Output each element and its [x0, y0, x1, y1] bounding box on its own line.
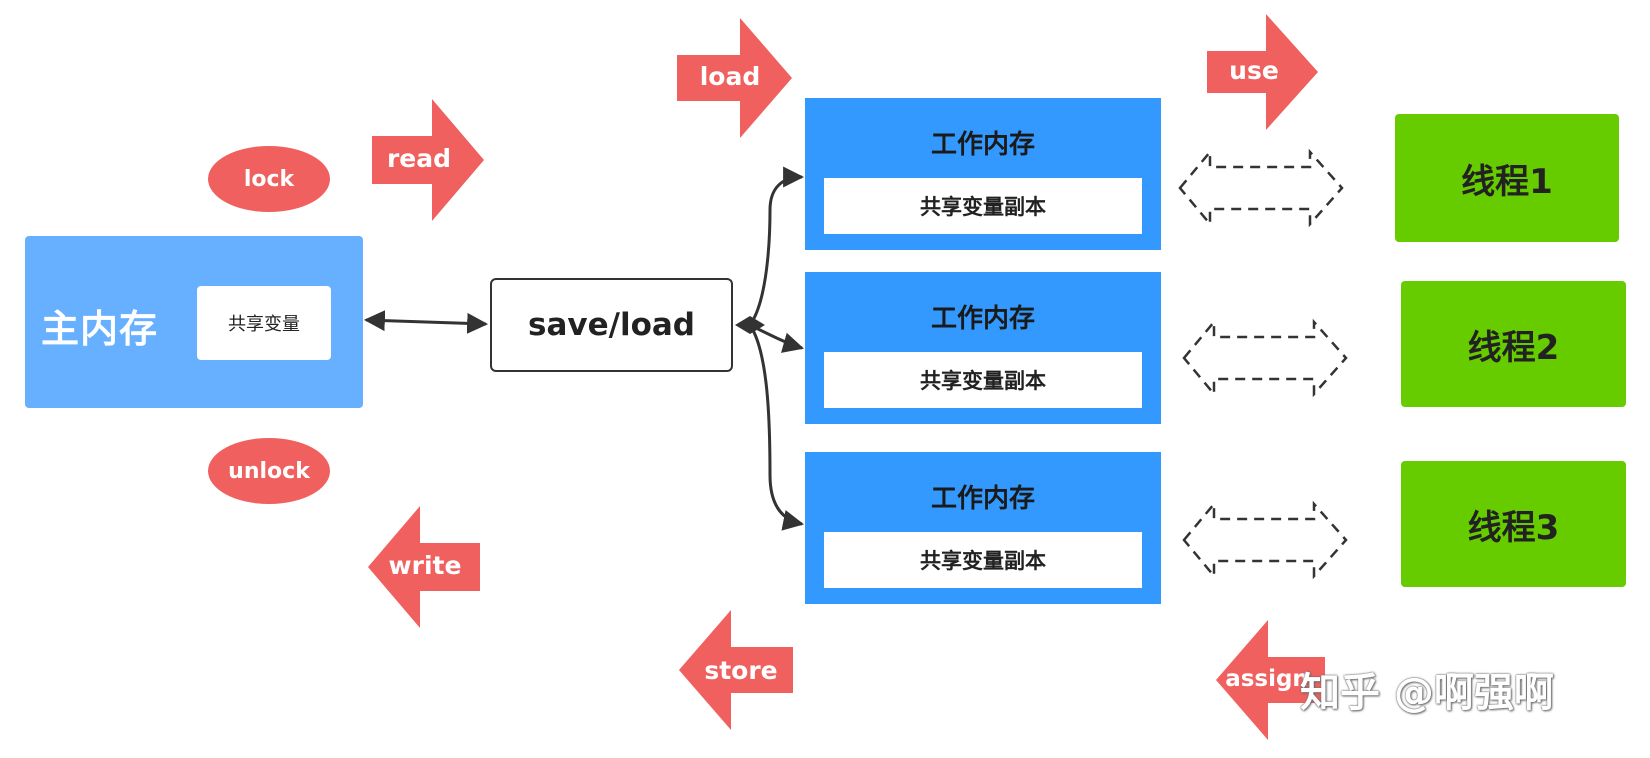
save-load-box: save/load [490, 278, 733, 372]
store-arrow-icon [679, 610, 793, 730]
load-label: load [699, 62, 761, 91]
store-label: store [704, 656, 778, 685]
working-memory-title: 工作内存 [930, 304, 1035, 334]
main-memory-title: 主内存 [41, 307, 159, 351]
lock-ellipse: lock [208, 146, 330, 212]
assign-label: assign [1225, 666, 1309, 692]
thread-1: 线程1 [1395, 114, 1619, 242]
main-memory-box: 主内存 共享变量 [25, 236, 363, 408]
working-memory-2: 工作内存 共享变量副本 [805, 272, 1161, 424]
dashed-double-arrow-2 [1182, 318, 1348, 398]
working-memory-title: 工作内存 [930, 130, 1035, 160]
working-memory-copy: 共享变量副本 [824, 352, 1142, 408]
dashed-double-arrow-1 [1178, 148, 1344, 228]
thread-3: 线程3 [1401, 461, 1626, 587]
use-arrow-icon [1207, 14, 1318, 130]
thread-2: 线程2 [1401, 281, 1626, 407]
working-memory-3: 工作内存 共享变量副本 [805, 452, 1161, 604]
working-memory-1: 工作内存 共享变量副本 [805, 98, 1161, 250]
read-label: read [386, 144, 452, 173]
write-label: write [388, 551, 462, 580]
watermark: 知乎 @啊强啊 [1300, 670, 1554, 716]
saveload-work1-connector [748, 166, 805, 326]
saveload-work3-connector [748, 324, 805, 531]
working-memory-copy: 共享变量副本 [824, 178, 1142, 234]
use-label: use [1229, 56, 1279, 85]
write-arrow-icon [368, 506, 480, 628]
main-memory-shared-var: 共享变量 [197, 286, 331, 360]
read-arrow-icon [372, 99, 484, 221]
saveload-work2-connector [749, 323, 805, 353]
working-memory-copy: 共享变量副本 [824, 532, 1142, 588]
main-saveload-connector [363, 310, 489, 334]
unlock-ellipse: unlock [208, 438, 330, 504]
assign-arrow-icon [1216, 620, 1325, 740]
dashed-double-arrow-3 [1182, 500, 1348, 580]
load-arrow-icon [677, 18, 792, 138]
working-memory-title: 工作内存 [930, 484, 1035, 514]
